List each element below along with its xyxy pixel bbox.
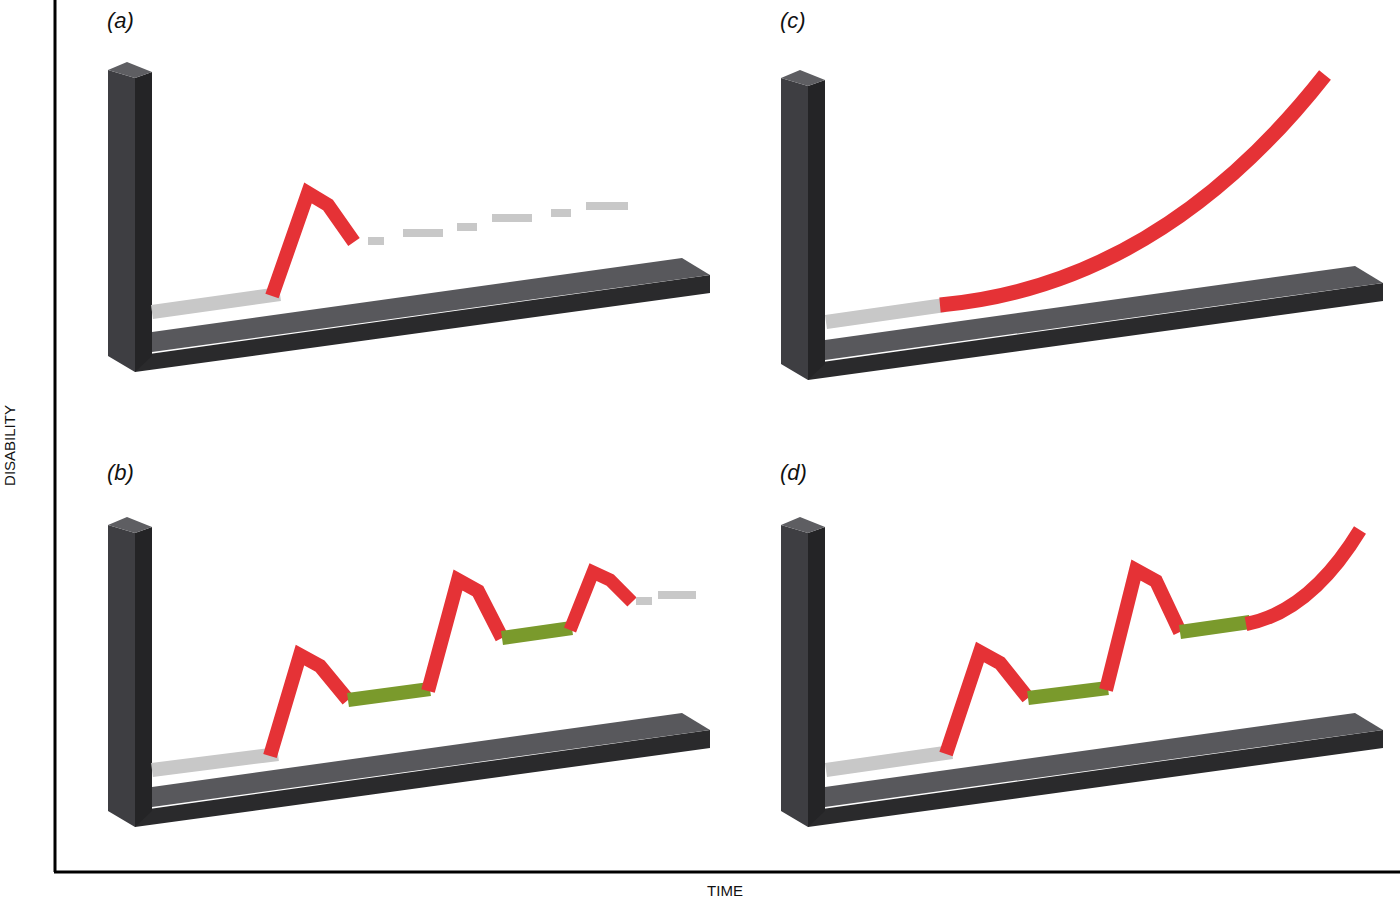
dash — [368, 237, 384, 245]
axes — [108, 517, 710, 827]
axes — [781, 70, 1383, 380]
remission — [502, 628, 572, 638]
frame-line — [54, 0, 57, 872]
progression — [940, 75, 1325, 305]
relapse — [270, 655, 348, 756]
dash — [457, 223, 477, 231]
dash — [636, 597, 652, 605]
baseline — [152, 294, 280, 312]
frame-line — [54, 871, 1400, 874]
panel-label: (a) — [107, 8, 134, 34]
dash — [586, 202, 628, 210]
baseline — [826, 305, 945, 322]
axis-label: DISABILITY — [1, 405, 18, 486]
panel-label: (c) — [780, 8, 806, 34]
baseline — [826, 752, 952, 770]
remission — [1180, 622, 1250, 632]
progression — [1246, 530, 1360, 624]
relapse — [946, 652, 1028, 754]
dash — [551, 209, 571, 217]
stable-dashes — [368, 202, 696, 605]
dash — [492, 214, 532, 222]
panel-label: (b) — [107, 460, 134, 486]
axes — [108, 62, 710, 372]
dash — [403, 229, 443, 237]
relapse — [428, 580, 502, 691]
axes — [781, 517, 1383, 827]
axis-label: TIME — [707, 882, 743, 899]
relapse — [570, 572, 632, 630]
relapse — [272, 193, 354, 296]
dash — [658, 591, 696, 599]
panel-label: (d) — [780, 460, 807, 486]
baseline — [152, 754, 278, 770]
relapse — [1106, 570, 1180, 690]
remission — [348, 689, 430, 700]
remission — [1028, 688, 1108, 698]
